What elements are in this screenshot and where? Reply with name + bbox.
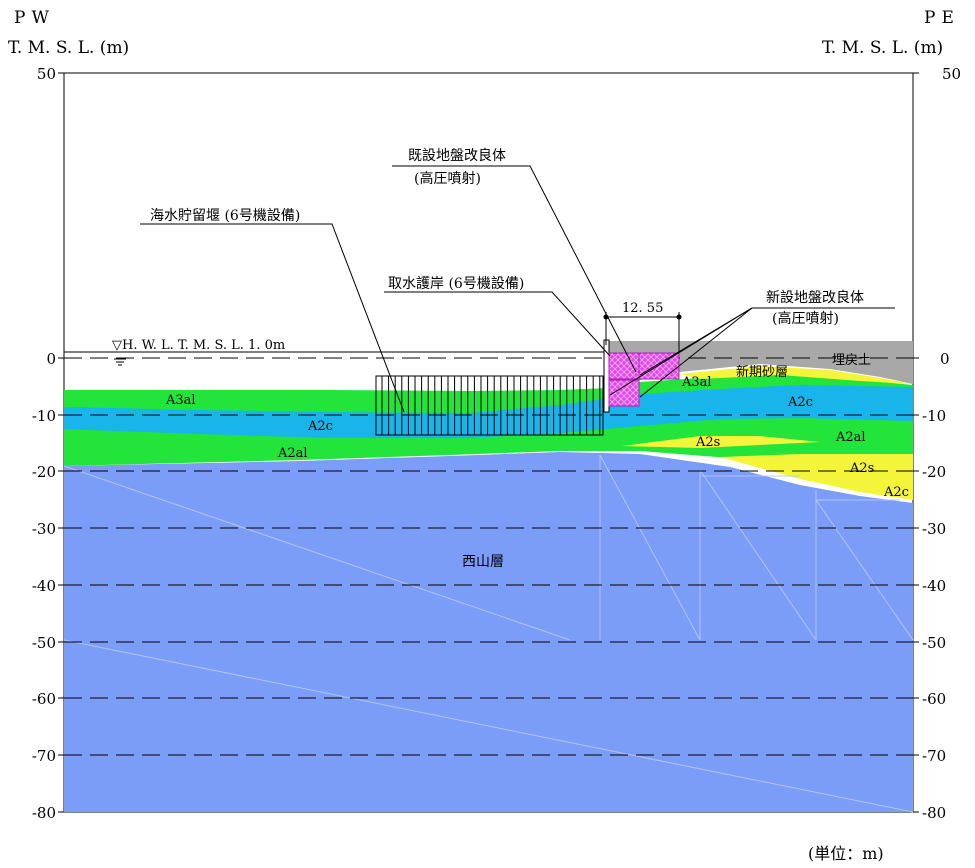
left-tick-minus20: -20 — [32, 463, 56, 481]
a3al-layer-left — [64, 374, 913, 413]
right-tick-minus40: -40 — [922, 577, 946, 595]
axis-tick-marks — [58, 72, 919, 813]
right-axis-label: T. M. S. L. (m) — [822, 38, 944, 58]
layer-label-a2c-far-right: A2c — [883, 485, 909, 500]
layer-label-a2s-mid: A2s — [695, 435, 720, 450]
a2s-wedge-right — [720, 454, 913, 500]
layer-label-nishiyama: 西山層 — [462, 554, 504, 570]
left-tick-minus50: -50 — [32, 634, 56, 652]
existing-improvement-body — [608, 352, 680, 380]
right-tick-minus80: -80 — [922, 804, 946, 822]
annotation-existing-improvement: 既設地盤改良体 — [408, 148, 506, 164]
seawall-piles — [381, 376, 601, 435]
left-direction-label: PW — [14, 8, 55, 28]
annotation-intake-revetment: 取水護岸 (6号機設備) — [388, 276, 524, 292]
right-tick-minus60: -60 — [922, 690, 946, 708]
unit-note: (単位：m) — [808, 844, 884, 863]
right-tick-minus30: -30 — [922, 520, 946, 538]
dimension-line — [603, 312, 682, 352]
leader-lines — [140, 165, 895, 413]
annotation-existing-improvement-method: (高圧噴射) — [414, 170, 481, 187]
layer-label-a3al-left: A3al — [165, 393, 196, 408]
layer-label-a2c-left: A2c — [307, 419, 333, 434]
left-tick-minus60: -60 — [32, 690, 56, 708]
water-level-label: ▽H. W. L. T. M. S. L. 1. 0m — [112, 338, 285, 353]
right-tick-0: 0 — [940, 350, 950, 368]
layer-label-shinki-sand: 新期砂層 — [736, 364, 788, 380]
right-tick-50: 50 — [942, 65, 961, 83]
left-tick-minus30: -30 — [32, 520, 56, 538]
water-level-symbol — [114, 358, 126, 366]
right-tick-minus20: -20 — [922, 463, 946, 481]
left-tick-minus70: -70 — [32, 747, 56, 765]
layer-label-fill-soil: 埋戻土 — [832, 353, 871, 368]
right-tick-minus70: -70 — [922, 747, 946, 765]
annotation-new-improvement-method: (高圧噴射) — [772, 310, 839, 327]
left-axis-label: T. M. S. L. (m) — [8, 38, 130, 58]
dimension-label: 12. 55 — [622, 301, 663, 316]
left-tick-50: 50 — [37, 65, 56, 83]
layer-label-a2s-right: A2s — [849, 461, 874, 476]
layer-label-a2al-left: A2al — [277, 446, 308, 461]
left-tick-minus40: -40 — [32, 577, 56, 595]
seawall-structure — [375, 375, 604, 436]
layer-label-a2c-right: A2c — [787, 395, 813, 410]
a2al-layer-left — [64, 417, 913, 466]
shinki-sand-layer — [680, 366, 913, 384]
annotation-seawall: 海水貯留堰 (6号機設備) — [150, 208, 300, 224]
a2s-lens-mid — [622, 436, 820, 448]
left-tick-minus10: -10 — [32, 407, 56, 425]
layer-label-a2al-right: A2al — [835, 430, 866, 445]
nishiyama-layer — [64, 452, 913, 812]
annotation-new-improvement: 新設地盤改良体 — [766, 290, 864, 306]
elevation-dashed-lines — [64, 357, 913, 756]
left-tick-minus80: -80 — [32, 804, 56, 822]
right-direction-label: PE — [924, 8, 960, 28]
right-tick-minus10: -10 — [922, 407, 946, 425]
layer-label-a3al-right: A3al — [681, 375, 712, 390]
left-tick-0: 0 — [46, 350, 56, 368]
right-tick-minus50: -50 — [922, 634, 946, 652]
fill-soil-layer — [608, 341, 913, 386]
